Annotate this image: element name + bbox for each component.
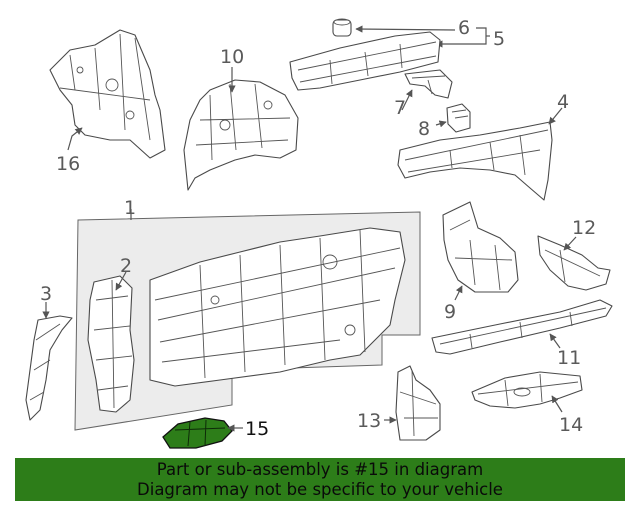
- part-8-bracket[interactable]: [446, 103, 471, 133]
- callout-1: 1: [124, 197, 136, 219]
- callout-9: 9: [444, 301, 456, 323]
- leader-line-11: [549, 333, 561, 349]
- part-3-reinforcement[interactable]: [25, 315, 73, 421]
- part-7-bracket[interactable]: [404, 69, 453, 99]
- callout-14: 14: [559, 414, 583, 436]
- notice-line-1: Part or sub-assembly is #15 in diagram: [156, 460, 484, 479]
- callout-2: 2: [120, 255, 132, 277]
- callout-3: 3: [40, 283, 52, 305]
- part-4-side-member[interactable]: [397, 121, 553, 201]
- bracket-5-6: [476, 27, 487, 45]
- leader-line-6: [355, 25, 456, 33]
- parts-diagram: 16 10 6 5 7 8 4: [25, 17, 613, 449]
- leader-line-9: [454, 285, 463, 301]
- callout-7: 7: [394, 97, 406, 119]
- callout-16: 16: [56, 153, 80, 175]
- callout-15: 15: [245, 418, 269, 440]
- callout-8: 8: [418, 118, 430, 140]
- part-16-reinforcement[interactable]: [49, 29, 166, 159]
- leader-line-14: [551, 395, 563, 413]
- part-1-panel-assembly[interactable]: [74, 211, 421, 431]
- part-2-pillar[interactable]: [87, 275, 135, 413]
- part-9-extension[interactable]: [442, 201, 519, 293]
- notice-banner: Part or sub-assembly is #15 in diagram D…: [15, 458, 625, 501]
- part-12-gusset[interactable]: [537, 235, 611, 291]
- part-5-upper-rail[interactable]: [289, 31, 441, 91]
- leader-line-7: [401, 89, 413, 111]
- part-10-wheelhouse[interactable]: [183, 79, 299, 191]
- leader-line-16: [67, 127, 83, 151]
- leader-line-12: [563, 236, 577, 251]
- notice-line-2: Diagram may not be specific to your vehi…: [137, 480, 503, 499]
- callout-12: 12: [572, 217, 596, 239]
- callout-5: 5: [493, 28, 505, 50]
- callout-6: 6: [458, 17, 470, 39]
- leader-line-4: [548, 107, 563, 125]
- leader-line-8: [435, 120, 447, 128]
- part-13-bracket[interactable]: [395, 365, 441, 441]
- part-6-clip[interactable]: [332, 18, 352, 37]
- leader-line-2: [115, 271, 127, 291]
- part-11-lower-rail[interactable]: [431, 299, 613, 355]
- part-14-bracket[interactable]: [471, 371, 583, 409]
- callout-11: 11: [557, 347, 581, 369]
- part-15-highlighted[interactable]: [162, 417, 233, 449]
- callout-13: 13: [357, 410, 381, 432]
- callout-4: 4: [557, 91, 569, 113]
- callout-10: 10: [220, 46, 244, 68]
